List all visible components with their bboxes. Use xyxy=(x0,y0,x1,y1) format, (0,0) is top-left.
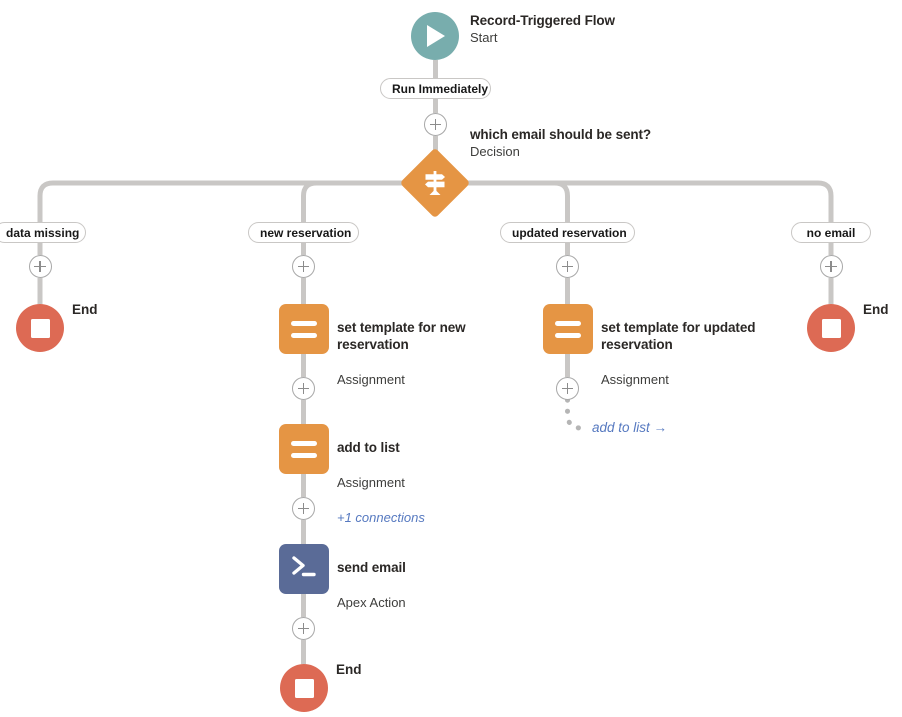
add-element-button-no-email[interactable] xyxy=(819,255,843,278)
node-title: add to list xyxy=(337,440,400,455)
node-subtitle: Assignment xyxy=(337,475,405,490)
assignment-icon xyxy=(291,320,317,338)
assignment-node-add-to-list[interactable] xyxy=(279,424,329,474)
add-element-button-new-reservation[interactable] xyxy=(292,255,315,278)
node-label-set-template-new: set template for new reservation Assignm… xyxy=(337,301,517,406)
node-title: set template for new reservation xyxy=(337,320,466,352)
node-subtitle: Apex Action xyxy=(337,595,406,610)
assignment-node-set-template-new[interactable] xyxy=(279,304,329,354)
start-title: Record-Triggered Flow xyxy=(470,13,615,28)
apex-action-node-send-email[interactable] xyxy=(279,544,329,594)
end-node-new-reservation[interactable] xyxy=(280,664,328,712)
node-title: send email xyxy=(337,560,406,575)
node-subtitle: Assignment xyxy=(337,372,405,387)
add-element-button-updated-reservation[interactable] xyxy=(556,255,579,278)
add-element-button-after-start[interactable] xyxy=(424,113,447,136)
goto-connector-link-add-to-list[interactable]: add to list → xyxy=(592,420,668,435)
stop-icon xyxy=(294,678,314,698)
end-node-label-no-email: End xyxy=(863,302,889,317)
node-title: set template for updated reservation xyxy=(601,320,756,352)
assignment-icon xyxy=(555,320,581,338)
node-label-add-to-list: add to list Assignment +1 connections xyxy=(337,421,537,544)
node-label-send-email: send email Apex Action xyxy=(337,541,517,629)
add-element-button-after-send-email[interactable] xyxy=(292,617,315,640)
stop-icon xyxy=(821,318,841,338)
play-icon xyxy=(424,24,446,48)
end-node-label-new-reservation: End xyxy=(336,662,362,677)
branch-label-no-email[interactable]: no email xyxy=(791,222,871,243)
branch-label-updated-reservation[interactable]: updated reservation xyxy=(500,222,635,243)
start-subtitle: Start xyxy=(470,30,498,45)
end-node-label-data-missing: End xyxy=(72,302,98,317)
branch-label-new-reservation[interactable]: new reservation xyxy=(248,222,359,243)
add-element-button-data-missing[interactable] xyxy=(28,255,52,278)
start-node[interactable] xyxy=(411,12,459,60)
add-element-button-after-set-template-new[interactable] xyxy=(292,377,315,400)
start-node-label: Record-Triggered Flow Start xyxy=(470,12,615,46)
node-label-set-template-updated: set template for updated reservation Ass… xyxy=(601,301,791,406)
assignment-node-set-template-updated[interactable] xyxy=(543,304,593,354)
node-subtitle: Assignment xyxy=(601,372,669,387)
end-node-no-email[interactable] xyxy=(807,304,855,352)
decision-node-label: which email should be sent? Decision xyxy=(470,126,651,160)
decision-node[interactable] xyxy=(399,147,471,219)
stop-icon xyxy=(30,318,50,338)
decision-subtitle: Decision xyxy=(470,144,520,159)
connections-count[interactable]: +1 connections xyxy=(337,510,425,525)
decision-title: which email should be sent? xyxy=(470,127,652,142)
add-element-button-after-set-template-updated[interactable] xyxy=(556,377,579,400)
apex-terminal-icon xyxy=(290,554,318,585)
end-node-data-missing[interactable] xyxy=(16,304,64,352)
branch-label-data-missing[interactable]: data missing xyxy=(0,222,86,243)
add-element-button-after-add-to-list[interactable] xyxy=(292,497,315,520)
assignment-icon xyxy=(291,440,317,458)
scheduled-path-run-immediately[interactable]: Run Immediately xyxy=(380,78,491,99)
